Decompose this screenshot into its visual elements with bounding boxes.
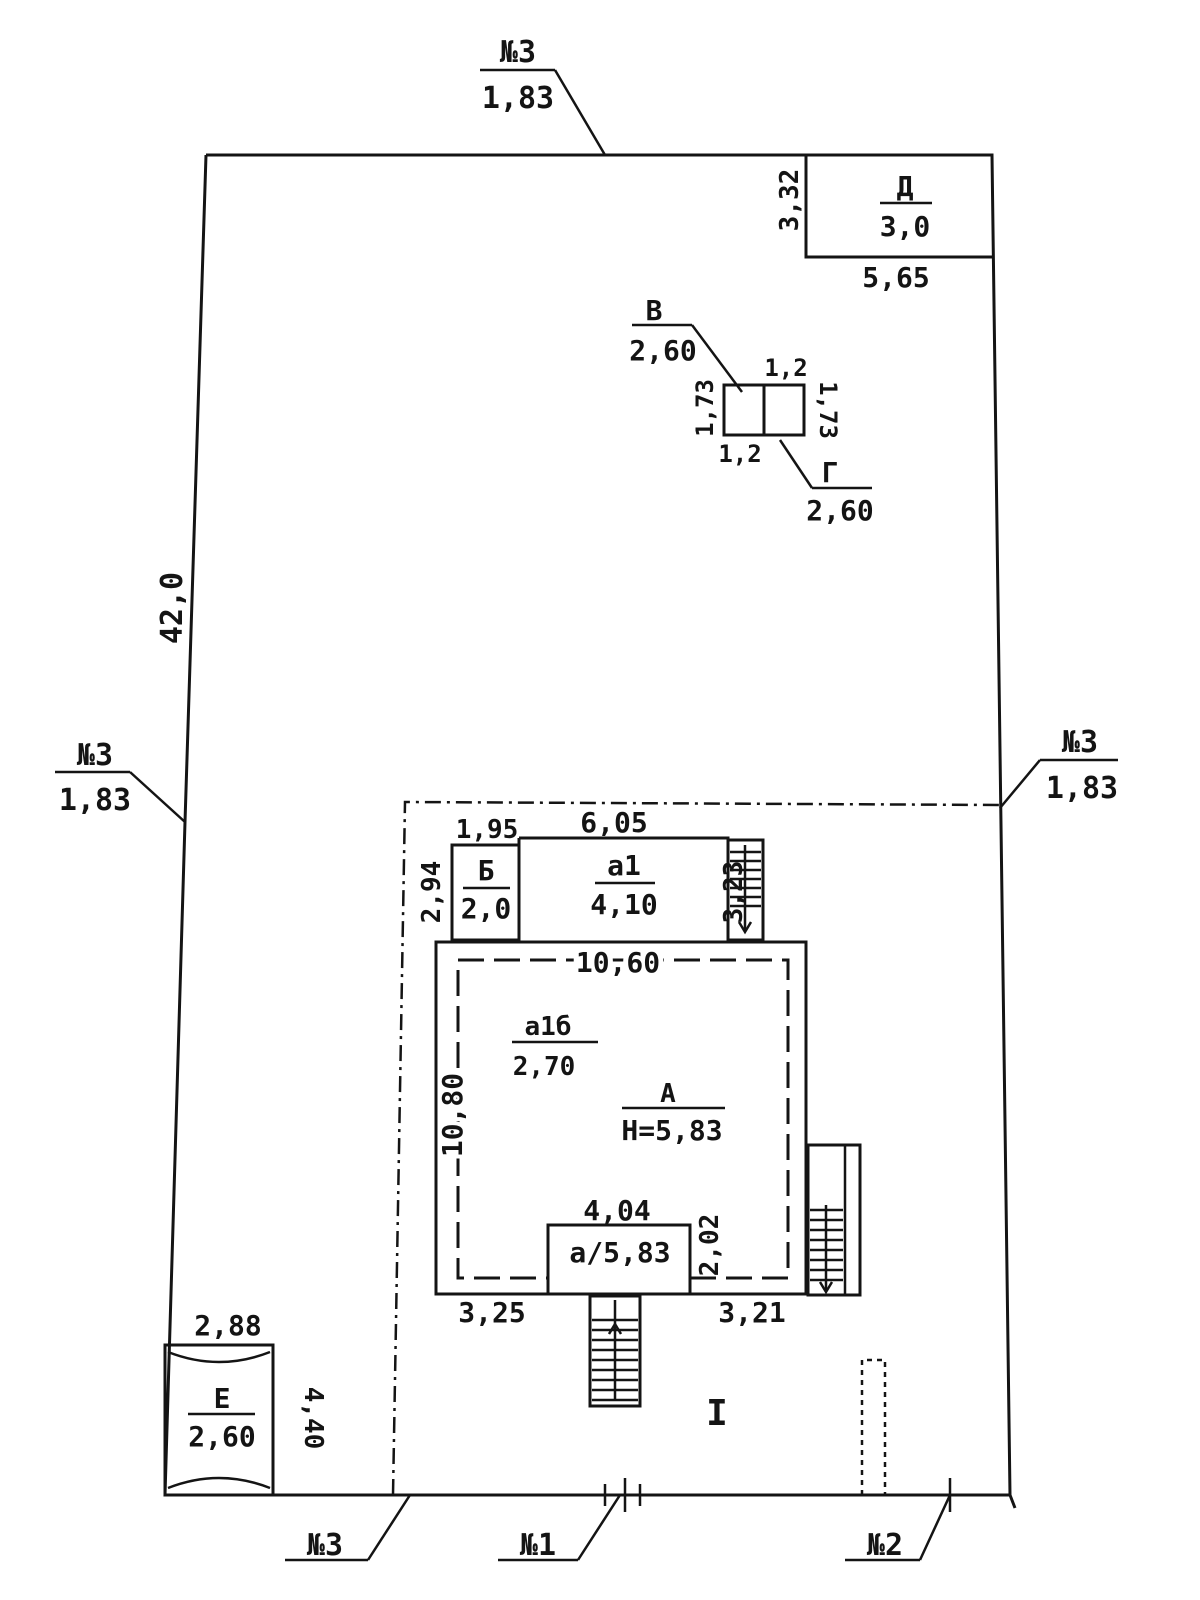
leader-bottom-right: №2 <box>845 1478 952 1563</box>
leader-bottom-mid: №1 <box>498 1478 642 1563</box>
building-b: Б 2,0 1,95 2,94 <box>417 815 521 942</box>
leader-right-value: 1,83 <box>1046 771 1118 806</box>
building-a1-width: 6,05 <box>580 806 647 839</box>
building-e-width: 2,88 <box>194 1309 261 1342</box>
building-d-width: 5,65 <box>862 261 929 294</box>
leader-left-value: 1,83 <box>59 783 131 818</box>
building-main-label: А <box>660 1079 676 1109</box>
vg-dim-right: 1,73 <box>814 381 842 439</box>
building-e-label: Е <box>214 1382 231 1415</box>
lot-length-label: 42,0 <box>155 572 190 644</box>
leader-left-code: №3 <box>77 738 113 773</box>
building-main-outer-label: а1б <box>525 1012 572 1042</box>
building-v-height: 2,60 <box>629 334 696 367</box>
building-a1-height: 4,10 <box>590 888 657 921</box>
building-d-label: Д <box>897 170 914 203</box>
building-a1: а1 4,10 6,05 3,23 <box>517 806 749 940</box>
building-b-depth: 2,94 <box>417 861 447 924</box>
leader-bottom-right-code: №2 <box>867 1528 903 1563</box>
leader-top-code: №3 <box>500 35 536 70</box>
building-g-label: Г <box>822 456 839 489</box>
building-b-width: 1,95 <box>456 815 519 845</box>
building-b-label: Б <box>478 854 495 887</box>
vg-dim-top: 1,2 <box>764 354 807 382</box>
stairs-top <box>726 838 765 942</box>
vg-dim-left: 1,73 <box>691 379 719 437</box>
building-a1-label: а1 <box>607 849 641 882</box>
building-main-bottom-left: 3,25 <box>458 1296 525 1329</box>
building-main-bottom-right: 3,21 <box>718 1296 785 1329</box>
building-v-label: В <box>646 294 663 327</box>
porch-a-label: а/5,83 <box>569 1236 670 1269</box>
leader-bottom-left: №3 <box>285 1494 412 1563</box>
buildings-v-g: В 2,60 Г 2,60 1,2 1,2 1,73 1,73 <box>629 294 873 527</box>
leader-left: №3 1,83 <box>55 738 186 823</box>
leader-bottom-mid-code: №1 <box>520 1528 556 1563</box>
porch-a: а/5,83 4,04 2,02 <box>546 1194 725 1296</box>
building-e: Е 2,60 2,88 4,40 <box>163 1309 328 1497</box>
porch-a-depth: 2,02 <box>695 1214 725 1277</box>
leader-bottom-left-code: №3 <box>307 1528 343 1563</box>
building-main-outer-height: 2,70 <box>513 1052 576 1082</box>
building-d-height: 3,0 <box>880 210 931 243</box>
setback-line <box>391 800 1001 1496</box>
building-main-width: 10,60 <box>576 946 660 979</box>
building-d-depth: 3,32 <box>775 169 805 232</box>
lot-boundary <box>163 153 1017 1509</box>
porch-a-width: 4,04 <box>583 1194 650 1227</box>
building-b-height: 2,0 <box>461 892 512 925</box>
leader-right: №3 1,83 <box>999 725 1118 809</box>
building-e-depth: 4,40 <box>298 1387 328 1450</box>
leader-top: №3 1,83 <box>480 35 607 156</box>
leader-right-code: №3 <box>1062 725 1098 760</box>
stairs-side <box>806 1143 862 1297</box>
zone-label: I <box>706 1393 728 1434</box>
building-d: Д 3,0 5,65 3,32 <box>775 155 992 294</box>
dotted-opening <box>860 1358 887 1495</box>
building-main-depth: 10,80 <box>436 1073 469 1157</box>
building-e-height: 2,60 <box>188 1420 255 1453</box>
building-main-height: Н=5,83 <box>621 1114 722 1147</box>
leader-top-value: 1,83 <box>482 81 554 116</box>
vg-dim-bottom: 1,2 <box>718 440 761 468</box>
building-g-height: 2,60 <box>806 494 873 527</box>
stairs-front <box>588 1294 642 1408</box>
